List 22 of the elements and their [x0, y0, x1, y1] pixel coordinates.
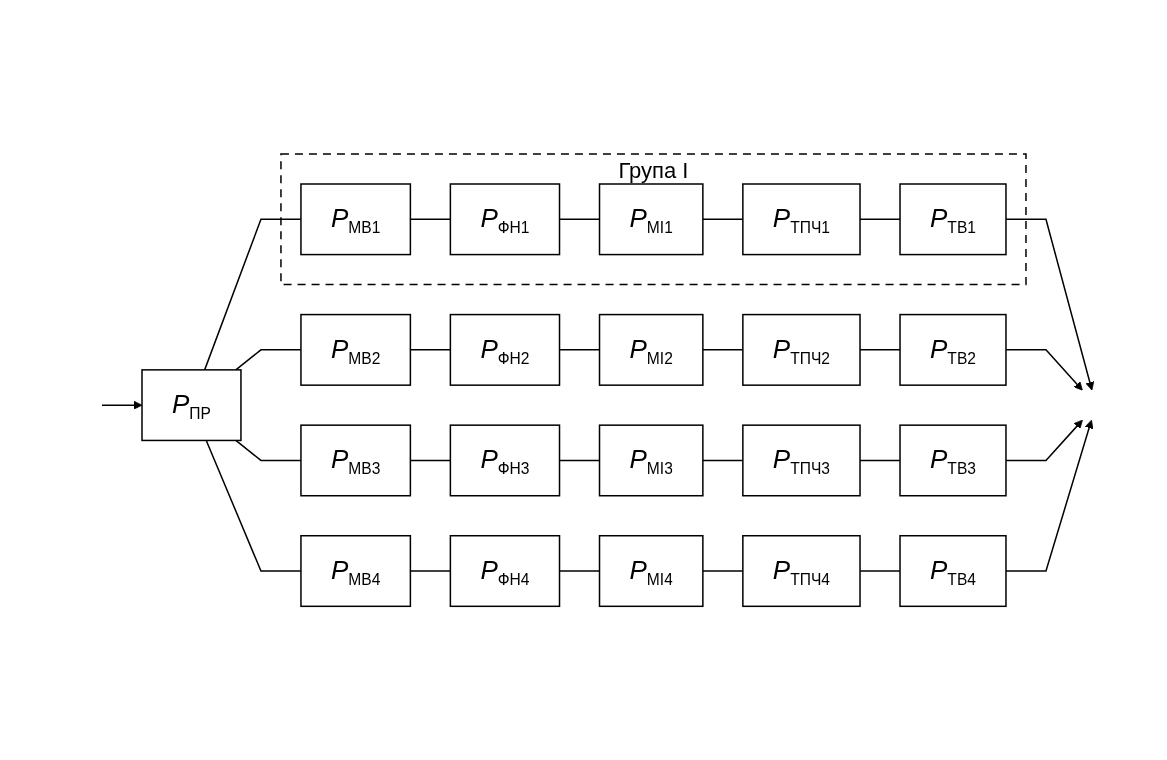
node-box: P$_{ФН1}$	[449, 183, 560, 256]
node-box: P$_{МВ2}$	[299, 313, 411, 386]
node-box: P$_{ТПЧ3}$	[741, 424, 861, 497]
arrow	[100, 400, 142, 410]
node-box: P$_{ТВ1}$	[898, 183, 1007, 256]
node-box: P$_{ТПЧ2}$	[741, 313, 861, 386]
node-box: P$_{МІ3}$	[598, 424, 704, 497]
node-box: P$_{МВ3}$	[299, 424, 411, 497]
node-box: P$_{ПР}$	[140, 368, 242, 442]
node-box: P$_{ТВ2}$	[898, 313, 1007, 386]
node-box: P$_{МІ2}$	[598, 313, 704, 386]
node-box: P$_{ФН3}$	[449, 424, 560, 497]
node-box: P$_{МВ1}$	[299, 183, 411, 256]
node-box: P$_{ТПЧ1}$	[741, 183, 861, 256]
node-box: P$_{ТПЧ4}$	[741, 534, 861, 607]
node-box: P$_{ФН2}$	[449, 313, 560, 386]
node-box: P$_{МІ1}$	[598, 183, 704, 256]
node-box: P$_{МВ4}$	[299, 534, 411, 607]
node-box: P$_{ФН4}$	[449, 534, 560, 607]
node-box: P$_{МІ4}$	[598, 534, 704, 607]
node-box: P$_{ТВ3}$	[898, 424, 1007, 497]
node-box: P$_{ТВ4}$	[898, 534, 1007, 607]
